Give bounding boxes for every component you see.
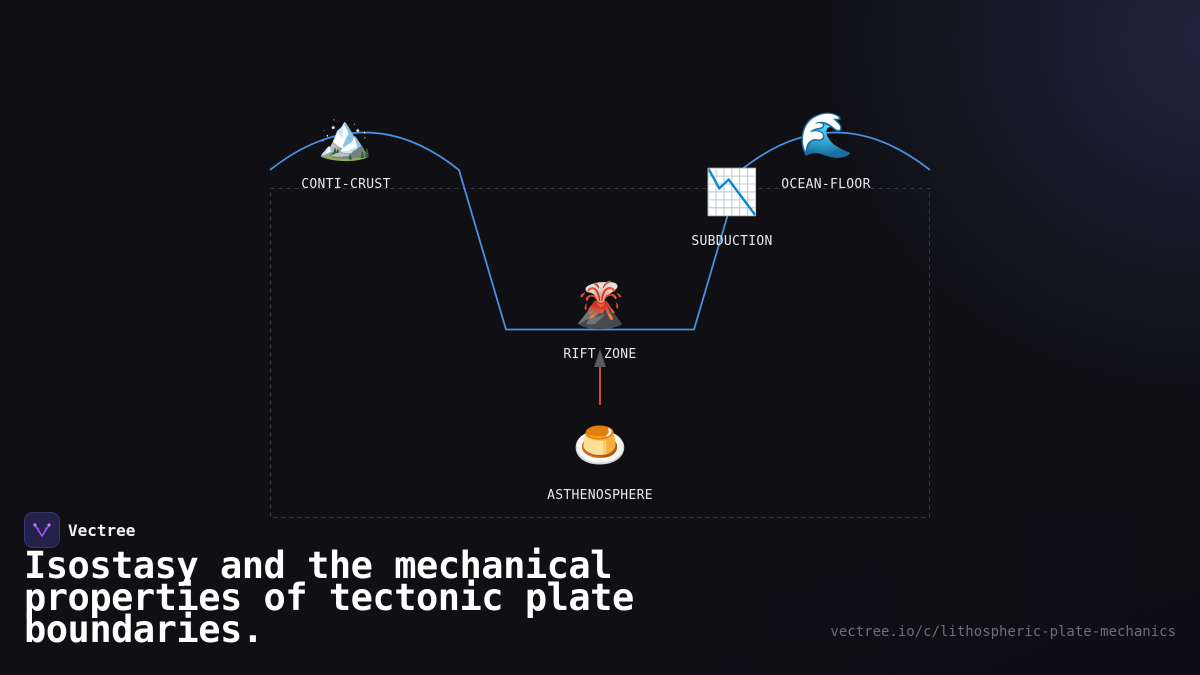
- node-label-subduction: SUBDUCTION: [691, 234, 773, 249]
- arrowhead-icon: [594, 349, 606, 367]
- water-wave-icon: 🌊: [798, 110, 854, 161]
- node-label-asthenosphere: ASTHENOSPHERE: [547, 488, 653, 503]
- volcano-icon: 🌋: [572, 280, 628, 331]
- diagram-bounds: [270, 188, 930, 518]
- chart-decreasing-icon: 📉: [704, 167, 760, 218]
- source-url: vectree.io/c/lithospheric-plate-mechanic…: [830, 624, 1176, 640]
- node-label-conti-crust: CONTI-CRUST: [301, 177, 391, 192]
- custard-icon: 🍮: [572, 420, 628, 471]
- node-label-ocean-floor: OCEAN-FLOOR: [781, 177, 871, 192]
- brand-name: Vectree: [68, 520, 136, 540]
- snow-capped-mountain-icon: 🏔️: [317, 112, 373, 163]
- page-title: Isostasy and the mechanical properties o…: [24, 544, 634, 651]
- vectree-logo-icon: [24, 512, 60, 548]
- plate-profile-line: [269, 131, 931, 331]
- brand: Vectree: [24, 512, 135, 548]
- node-label-rift-zone: RIFT ZONE: [563, 347, 637, 362]
